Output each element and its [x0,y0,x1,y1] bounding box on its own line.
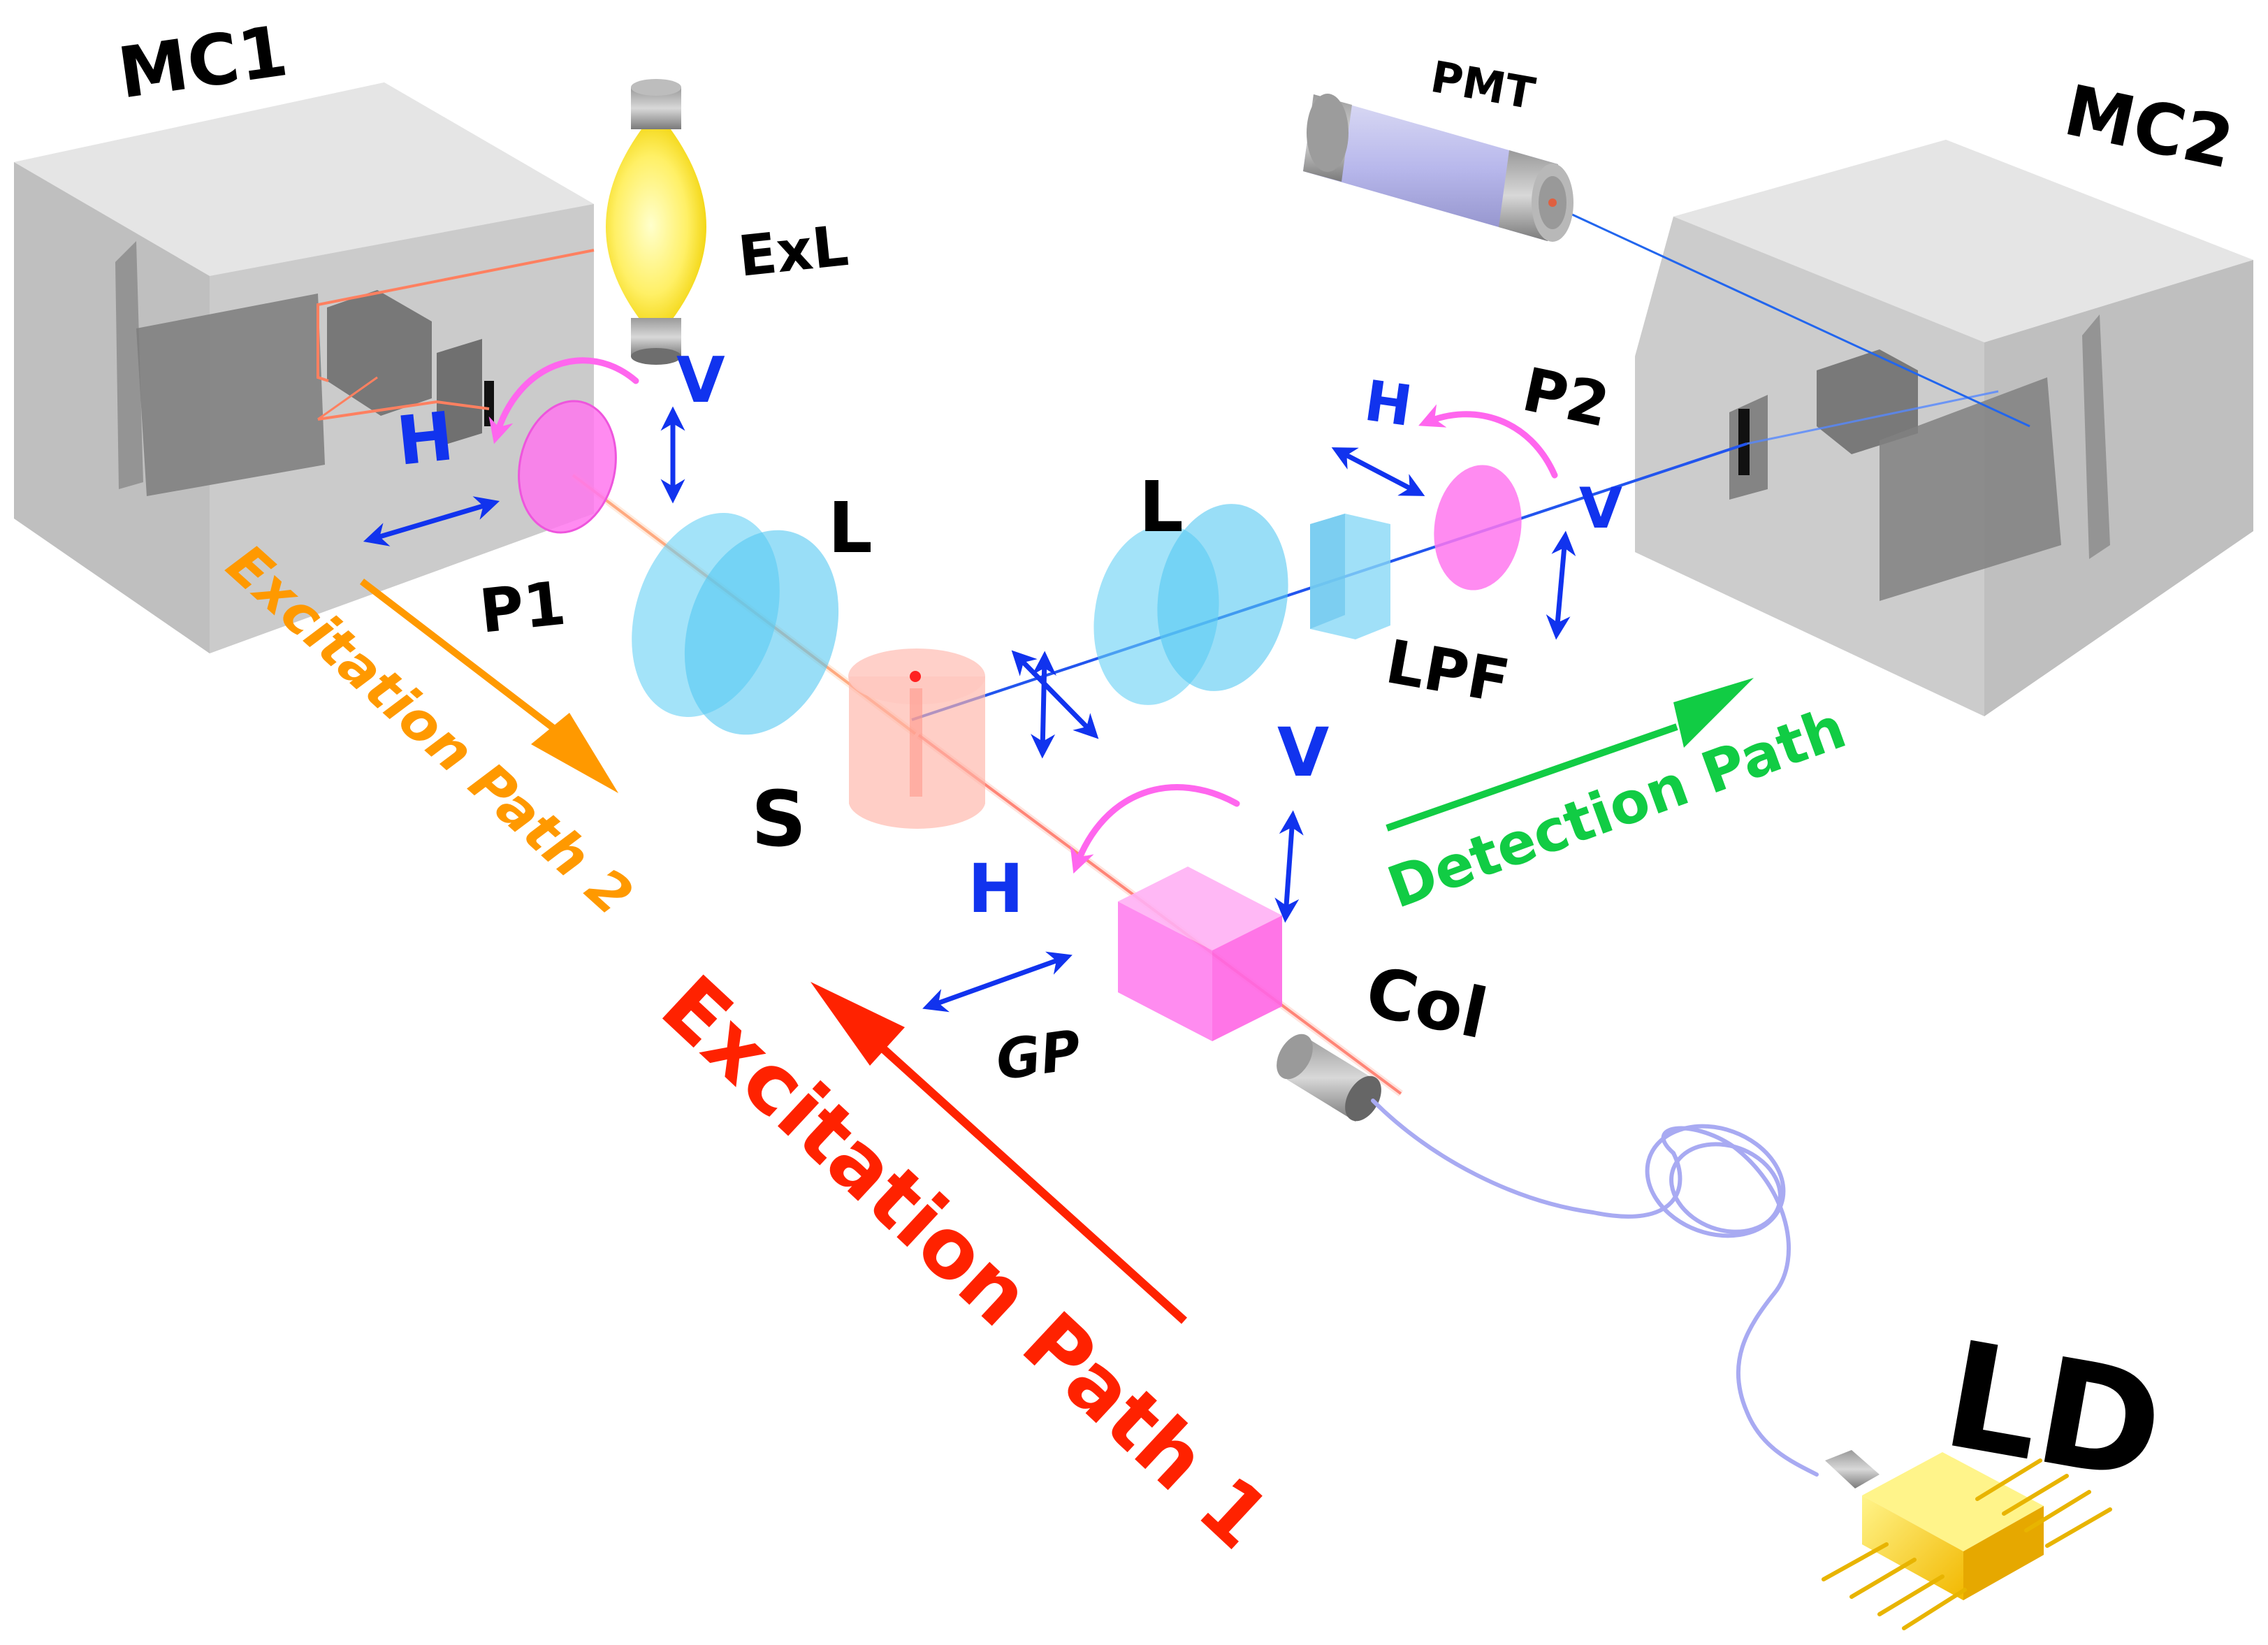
v-label-gp: V [1277,713,1329,792]
mc1-monochromator [14,82,594,653]
h-label-p1: H [393,397,458,481]
optical-fiber [1373,1101,1817,1474]
p2-label: P2 [1517,355,1615,441]
p1-label: P1 [477,569,569,647]
scatter-h-arrow [1017,655,1093,734]
mc2-monochromator [1635,140,2253,716]
pmt-label: PMT [1427,51,1539,119]
gp-rotation-arrow [1076,788,1237,867]
h-label-gp: H [968,850,1024,928]
exl-label: ExL [735,213,851,289]
lpf-label: LPF [1381,627,1514,717]
gp-label: GP [992,1019,1085,1093]
excitation-path-1-label: Excitation Path 1 [644,957,1288,1567]
p2-v-arrow [1557,538,1565,632]
p2-h-arrow [1338,451,1418,493]
mc1-label: MC1 [113,10,292,115]
gp-h-arrow [929,957,1066,1006]
v-label-exl: V [676,344,725,417]
sample-label: S [751,774,806,864]
col-label: Col [1359,952,1494,1055]
exl-lamp [606,79,706,365]
sample-cuvette [848,648,985,829]
pmt-detector [1303,94,1573,242]
h-label-p2: H [1360,368,1416,439]
lens-pair-right [1080,493,1302,715]
mc2-label: MC2 [2058,69,2241,184]
lens-left-label: L [828,487,873,569]
gp-v-arrow [1286,818,1293,915]
p2-polarizer [1426,459,1529,596]
scatter-v-arrow [1042,658,1045,751]
lpf-filter [1310,514,1390,639]
v-label-p2: V [1579,476,1622,541]
lens-right-label: L [1139,466,1184,548]
gp-glan-prism [1118,867,1282,1041]
